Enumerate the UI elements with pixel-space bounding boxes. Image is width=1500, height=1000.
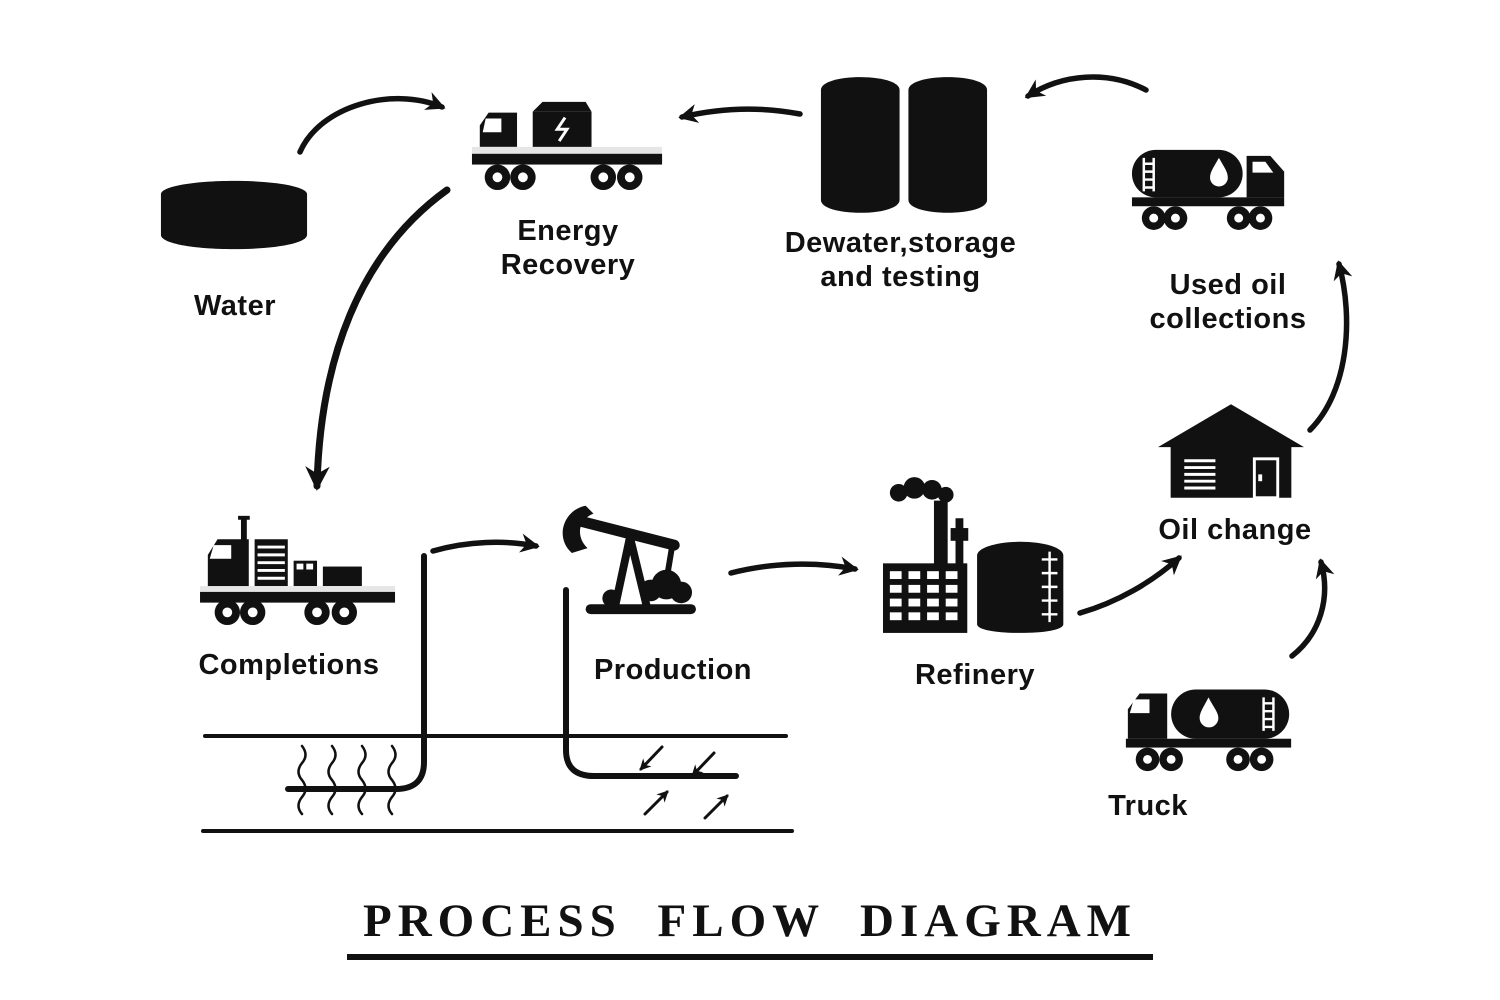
flow-arrow — [691, 751, 716, 777]
title-area: PROCESS FLOW DIAGRAM — [0, 894, 1500, 960]
ladder-icon — [1041, 551, 1058, 623]
flow-arrow — [703, 794, 729, 820]
arrow-water-to-energy-recovery — [297, 92, 446, 155]
flow-arrows — [639, 745, 729, 820]
ladder-icon — [1262, 697, 1275, 731]
factory-windows — [889, 571, 958, 621]
completions-label: Completions — [198, 649, 380, 681]
equipment-grille-icon — [257, 545, 285, 580]
oil-tanker-truck-right-icon — [1131, 149, 1285, 230]
energy-recovery-node — [470, 92, 666, 194]
door-handle-icon — [1258, 474, 1263, 482]
water-node — [158, 178, 310, 252]
ladder-icon — [1142, 157, 1155, 192]
oil-change-label: Oil change — [1158, 514, 1312, 546]
arrow-production-to-refinery — [728, 556, 859, 576]
used-oil-label: Used oil collections — [1149, 269, 1307, 336]
water-label: Water — [194, 290, 276, 322]
wellbore-production — [563, 587, 739, 779]
arrow-used-oil-to-dewater — [1024, 74, 1149, 99]
flow-arrow — [643, 790, 669, 816]
production-label: Production — [593, 654, 753, 686]
refinery-node — [883, 477, 1079, 634]
truck-label: Truck — [1108, 790, 1188, 822]
water-tank-icon — [160, 180, 308, 250]
arrow-energy-recovery-to-completions — [305, 186, 451, 491]
oil-drop-icon — [1210, 157, 1228, 187]
arrow-dewater-to-energy-recovery — [678, 104, 803, 123]
flow-arrow — [639, 745, 664, 771]
dewater-node — [818, 74, 990, 214]
dewater-label: Dewater,storage and testing — [784, 227, 1017, 294]
garage-house-icon — [1158, 404, 1304, 500]
completions-truck-icon — [200, 515, 396, 626]
arrow-truck-to-oil-change — [1289, 558, 1335, 659]
flatbed-generator-truck-icon — [471, 101, 663, 191]
garage-door-icon — [1184, 459, 1216, 490]
storage-barrels-icon — [820, 77, 988, 213]
production-node — [552, 488, 702, 620]
fracture-squiggles — [297, 744, 397, 816]
completions-node — [196, 510, 401, 627]
oil-change-node — [1158, 402, 1304, 502]
used-oil-node — [1128, 128, 1298, 241]
arrow-completions-to-production — [430, 533, 540, 554]
pumpjack-icon — [562, 505, 696, 615]
energy-recovery-label: Energy Recovery — [500, 215, 636, 282]
power-bolt-icon — [554, 116, 570, 142]
door-icon — [1252, 457, 1280, 500]
truck-node — [1118, 662, 1300, 782]
refinery-label: Refinery — [914, 659, 1036, 691]
oil-tanker-truck-left-icon — [1125, 689, 1292, 772]
arrow-oil-change-to-used-oil — [1307, 260, 1353, 433]
oil-drop-icon — [1199, 697, 1219, 728]
page-title: PROCESS FLOW DIAGRAM — [346, 894, 1154, 960]
refinery-factory-icon — [883, 477, 1064, 633]
arrow-refinery-to-oil-change — [1077, 555, 1182, 616]
